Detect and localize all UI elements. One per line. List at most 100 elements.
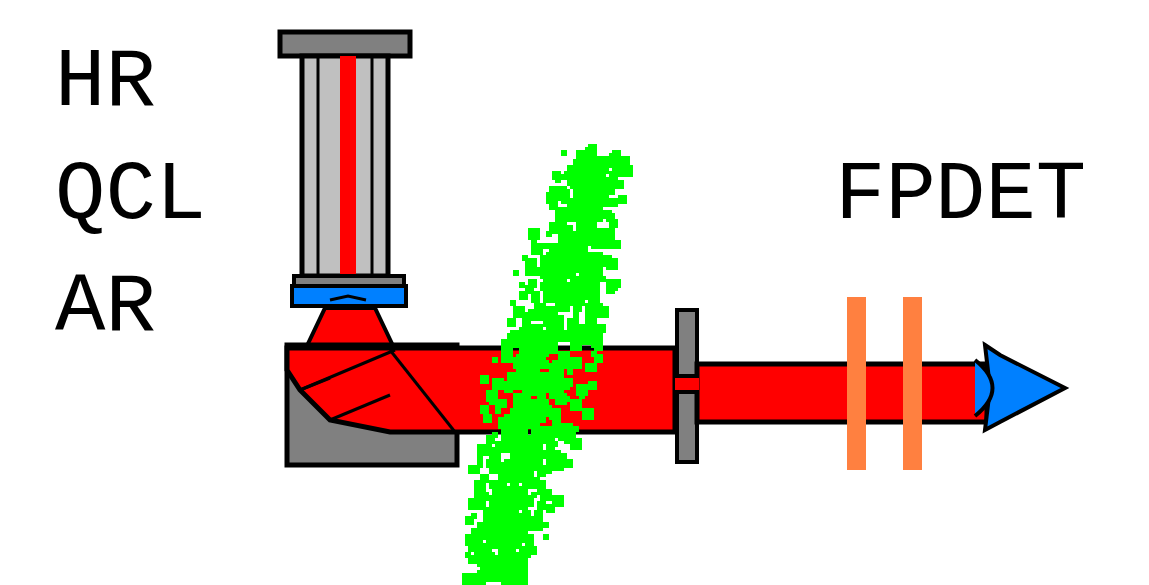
particle — [570, 399, 582, 411]
part-label: HR — [55, 41, 156, 125]
particle — [549, 363, 555, 369]
particle — [573, 183, 579, 189]
particle — [531, 243, 543, 255]
particle — [582, 279, 588, 285]
particle — [582, 408, 594, 420]
particle — [492, 432, 498, 438]
particle — [513, 429, 525, 441]
particle — [525, 408, 531, 414]
particle — [516, 582, 522, 585]
particle — [510, 543, 516, 549]
particle — [582, 336, 591, 345]
aperture-plate — [677, 392, 697, 462]
particle — [528, 435, 534, 441]
particle — [558, 294, 564, 300]
particle — [567, 369, 573, 375]
particle — [525, 264, 537, 276]
particle — [543, 339, 549, 345]
particle — [480, 405, 489, 414]
particle — [570, 234, 576, 240]
particle — [534, 303, 546, 315]
particle — [522, 549, 531, 558]
particle — [561, 453, 567, 459]
fp-mirror — [903, 297, 922, 470]
particle — [540, 348, 546, 354]
particle — [480, 546, 489, 555]
particle — [591, 327, 603, 339]
particle — [573, 159, 579, 165]
particle — [528, 534, 534, 540]
particle — [489, 447, 498, 456]
particle — [618, 195, 627, 204]
output-beam — [697, 364, 987, 422]
particle — [543, 255, 549, 261]
particle — [621, 165, 633, 177]
particle — [477, 522, 489, 534]
particle — [609, 159, 618, 168]
particle — [552, 441, 558, 447]
particle — [522, 480, 528, 486]
part-label: QCL — [55, 154, 206, 238]
particle — [543, 291, 555, 303]
particle — [549, 276, 561, 288]
particle — [468, 555, 477, 564]
particle — [486, 507, 498, 519]
particle — [573, 426, 579, 432]
particle — [591, 351, 597, 357]
particle — [528, 228, 540, 240]
particle — [564, 438, 570, 444]
particle — [534, 402, 540, 408]
particle — [606, 213, 615, 222]
particle — [513, 405, 522, 414]
particle — [534, 324, 543, 333]
particle — [498, 399, 507, 408]
particle — [540, 267, 546, 273]
particle — [525, 408, 534, 417]
particle — [573, 306, 579, 312]
particle — [576, 234, 582, 240]
particle — [570, 246, 582, 258]
particle — [519, 339, 525, 345]
particle — [477, 444, 489, 456]
particle — [522, 537, 528, 543]
particle — [564, 261, 573, 270]
particle — [564, 378, 573, 387]
particle — [516, 360, 528, 372]
particle — [522, 255, 528, 261]
particle — [561, 228, 570, 237]
particle — [567, 213, 576, 222]
particle — [522, 324, 531, 333]
particle — [585, 207, 594, 216]
particle — [519, 339, 525, 345]
particle — [585, 198, 591, 204]
particle — [489, 543, 495, 549]
particle — [588, 363, 597, 372]
particle — [558, 306, 564, 312]
particle — [537, 432, 549, 444]
particle — [474, 468, 480, 474]
particle — [498, 534, 507, 543]
particle — [519, 378, 525, 384]
particle — [621, 156, 630, 165]
particle — [564, 306, 570, 312]
particle — [606, 258, 618, 270]
particle — [555, 333, 561, 339]
particle — [579, 393, 585, 399]
fp-mirror — [847, 297, 866, 470]
particle — [573, 288, 585, 300]
particle — [555, 396, 561, 402]
particle — [603, 228, 615, 240]
particle — [543, 255, 549, 261]
particle — [507, 318, 516, 327]
particle — [579, 162, 588, 171]
particle — [489, 537, 495, 543]
particle — [597, 213, 603, 219]
particle — [594, 345, 600, 351]
particle — [492, 495, 501, 504]
particle — [531, 294, 540, 303]
particle — [543, 339, 552, 348]
part-label: DET — [935, 154, 1086, 238]
particle — [543, 450, 552, 459]
